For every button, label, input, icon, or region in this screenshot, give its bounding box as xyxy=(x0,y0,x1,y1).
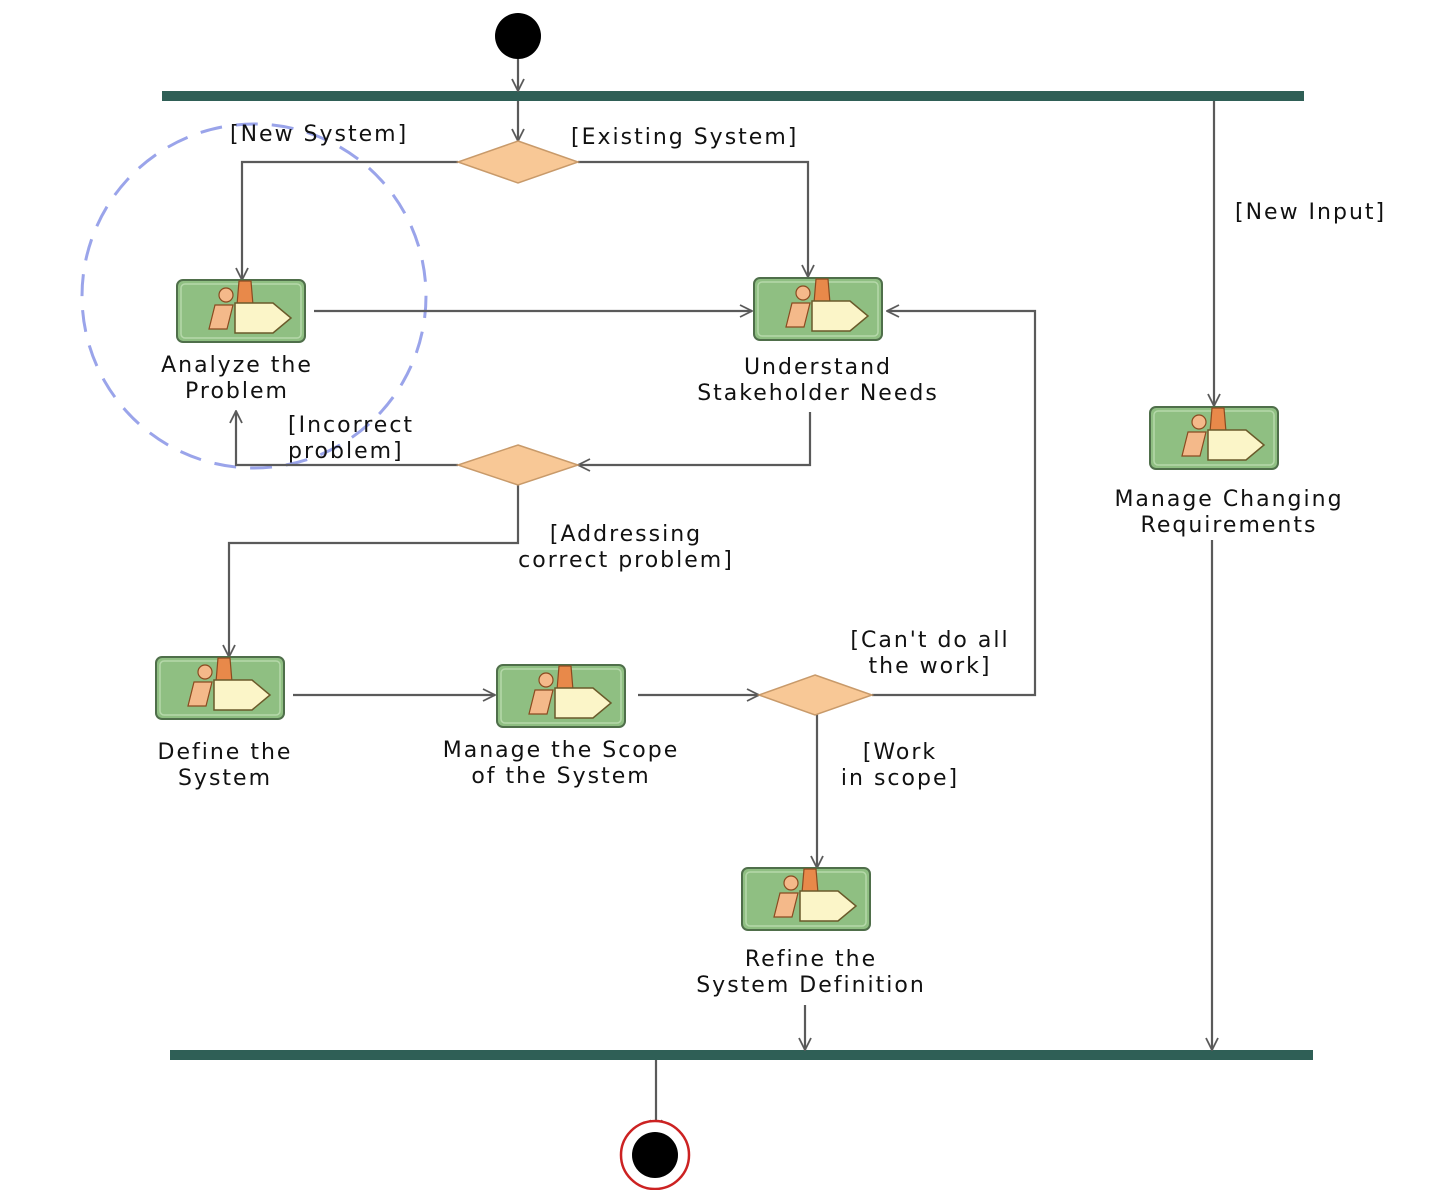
activity-manage-scope-line1: Manage the Scope xyxy=(442,738,680,763)
guard-new-system: [New System] xyxy=(230,122,409,147)
guard-work-in-scope-line2: in scope] xyxy=(840,766,960,791)
activity-define-line1: Define the xyxy=(157,740,293,765)
activity-analyze-icon[interactable] xyxy=(176,279,306,343)
activity-analyze-label[interactable]: Analyze the Problem xyxy=(126,353,348,405)
activity-manage-scope-line2: of the System xyxy=(471,764,651,789)
activity-refine-line2: System Definition xyxy=(696,973,926,998)
activity-define-line2: System xyxy=(177,766,273,791)
activity-define-icon[interactable] xyxy=(155,656,285,720)
flow-incorrect-problem xyxy=(236,411,458,467)
initial-node-icon xyxy=(495,13,541,59)
guard-cant-do-all-line2: the work] xyxy=(868,654,992,679)
guard-incorrect-problem-line2: problem] xyxy=(288,439,404,464)
join-bar xyxy=(170,1050,1313,1060)
guard-addressing-correct: [Addressing correct problem] xyxy=(494,522,758,574)
guard-new-input: [New Input] xyxy=(1235,200,1387,225)
guard-cant-do-all: [Can't do all the work] xyxy=(832,628,1028,680)
guard-cant-do-all-line1: [Can't do all xyxy=(850,628,1010,653)
guard-incorrect-problem-line1: [Incorrect xyxy=(288,413,415,438)
guard-addressing-correct-line2: correct problem] xyxy=(518,548,734,573)
flow-understand-to-decision xyxy=(578,412,812,465)
activity-understand-label[interactable]: Understand Stakeholder Needs xyxy=(658,355,978,407)
activity-refine-line1: Refine the xyxy=(744,947,878,972)
activity-understand-icon[interactable] xyxy=(753,277,883,341)
activity-refine-icon[interactable] xyxy=(741,867,871,931)
highlight-circle xyxy=(80,122,428,470)
final-node-icon xyxy=(632,1132,678,1178)
activity-analyze-line1: Analyze the xyxy=(161,353,313,378)
guard-work-in-scope: [Work in scope] xyxy=(822,740,978,792)
activity-define-label[interactable]: Define the System xyxy=(126,740,324,792)
flow-cant-do-all xyxy=(872,311,1037,697)
guard-existing-system: [Existing System] xyxy=(571,125,799,150)
activity-manage-changing-line1: Manage Changing xyxy=(1114,487,1344,512)
decision-system-type xyxy=(455,140,581,184)
activity-refine-label[interactable]: Refine the System Definition xyxy=(662,947,960,999)
fork-bar xyxy=(162,91,1304,101)
flow-new-system xyxy=(242,160,458,280)
decision-scope-check xyxy=(756,674,875,716)
activity-manage-scope-icon[interactable] xyxy=(496,664,626,728)
guard-addressing-correct-line1: [Addressing xyxy=(549,522,703,547)
activity-manage-changing-icon[interactable] xyxy=(1149,406,1279,470)
activity-manage-changing-line2: Requirements xyxy=(1140,513,1318,538)
decision-problem-check xyxy=(455,444,581,486)
flow-addressing-correct xyxy=(229,485,520,657)
activity-analyze-line2: Problem xyxy=(185,379,289,404)
activity-manage-scope-label[interactable]: Manage the Scope of the System xyxy=(404,738,718,790)
guard-incorrect-problem: [Incorrect problem] xyxy=(288,413,414,465)
guard-work-in-scope-line1: [Work xyxy=(862,740,938,765)
activity-understand-line1: Understand xyxy=(743,355,893,380)
flow-existing-system xyxy=(578,160,808,277)
activity-understand-line2: Stakeholder Needs xyxy=(697,381,939,406)
activity-manage-changing-label[interactable]: Manage Changing Requirements xyxy=(1078,487,1380,539)
